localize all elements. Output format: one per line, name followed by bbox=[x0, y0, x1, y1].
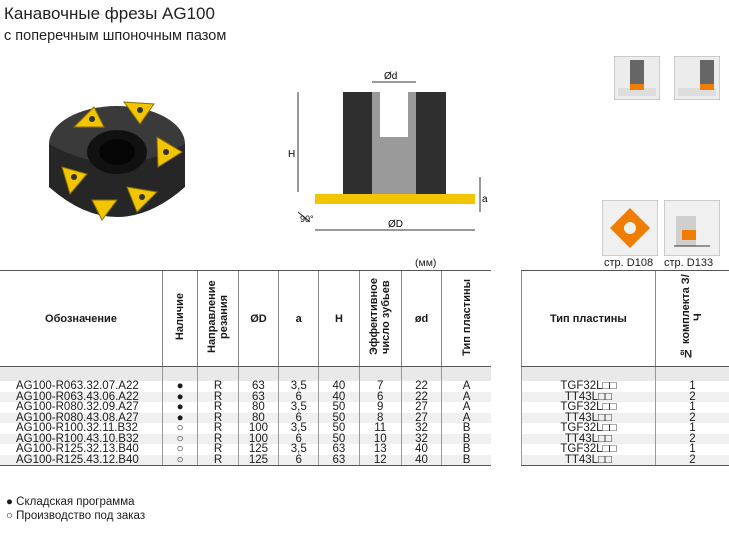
dim-big-d: ØD bbox=[388, 219, 403, 230]
legend-stock: ● Складская программа bbox=[6, 496, 135, 508]
specs-table: Обозначение Наличие Направление резания … bbox=[0, 270, 491, 466]
dim-h: H bbox=[288, 149, 295, 160]
slot-icon-1 bbox=[614, 56, 660, 100]
table-row: TGF32L□□1 bbox=[521, 381, 729, 392]
dim-d: Ød bbox=[384, 71, 397, 82]
header-insert-type-2: Тип пластины bbox=[521, 270, 656, 367]
dim-angle: 90° bbox=[300, 214, 314, 224]
page-title: Канавочные фрезы AG100 bbox=[4, 4, 215, 23]
table-row: TGF32L□□1 bbox=[521, 423, 729, 434]
header-teeth: Эффективное число зубьев bbox=[358, 270, 402, 367]
header-small-d: ød bbox=[400, 270, 442, 367]
insert-page-ref: стр. D108 bbox=[604, 257, 654, 269]
header-spare-kit: № комплекта З/Ч bbox=[654, 270, 729, 367]
header-designation: Обозначение bbox=[0, 270, 163, 367]
table-row: TGF32L□□1 bbox=[521, 444, 729, 455]
cutter-illustration bbox=[49, 101, 185, 221]
slot-icon-2 bbox=[674, 56, 720, 100]
legend-order: ○ Производство под заказ bbox=[6, 510, 146, 522]
header-d: ØD bbox=[237, 270, 279, 367]
header-direction: Направление резания bbox=[197, 270, 239, 367]
insert-table: Тип пластины № комплекта З/Ч TGF32L□□1 T… bbox=[521, 270, 729, 466]
header-availability: Наличие bbox=[161, 270, 198, 367]
dim-a: a bbox=[482, 194, 488, 205]
table-row: TT43L□□2 bbox=[521, 454, 729, 466]
table-row: TT43L□□2 bbox=[521, 391, 729, 402]
units-label: (мм) bbox=[415, 257, 437, 269]
cutting-page-ref: стр. D133 bbox=[664, 257, 714, 269]
cutting-icon bbox=[664, 200, 720, 256]
technical-drawing: Ød H a ØD 90° bbox=[288, 71, 488, 231]
header-h: H bbox=[318, 270, 360, 367]
table-row: TT43L□□2 bbox=[521, 412, 729, 423]
table-row: TGF32L□□1 bbox=[521, 402, 729, 413]
insert-icon bbox=[602, 200, 658, 256]
header-a: a bbox=[278, 270, 319, 367]
page-subtitle: с поперечным шпоночным пазом bbox=[4, 28, 227, 44]
table-row: TT43L□□2 bbox=[521, 433, 729, 444]
header-insert-type: Тип пластины bbox=[441, 270, 491, 367]
